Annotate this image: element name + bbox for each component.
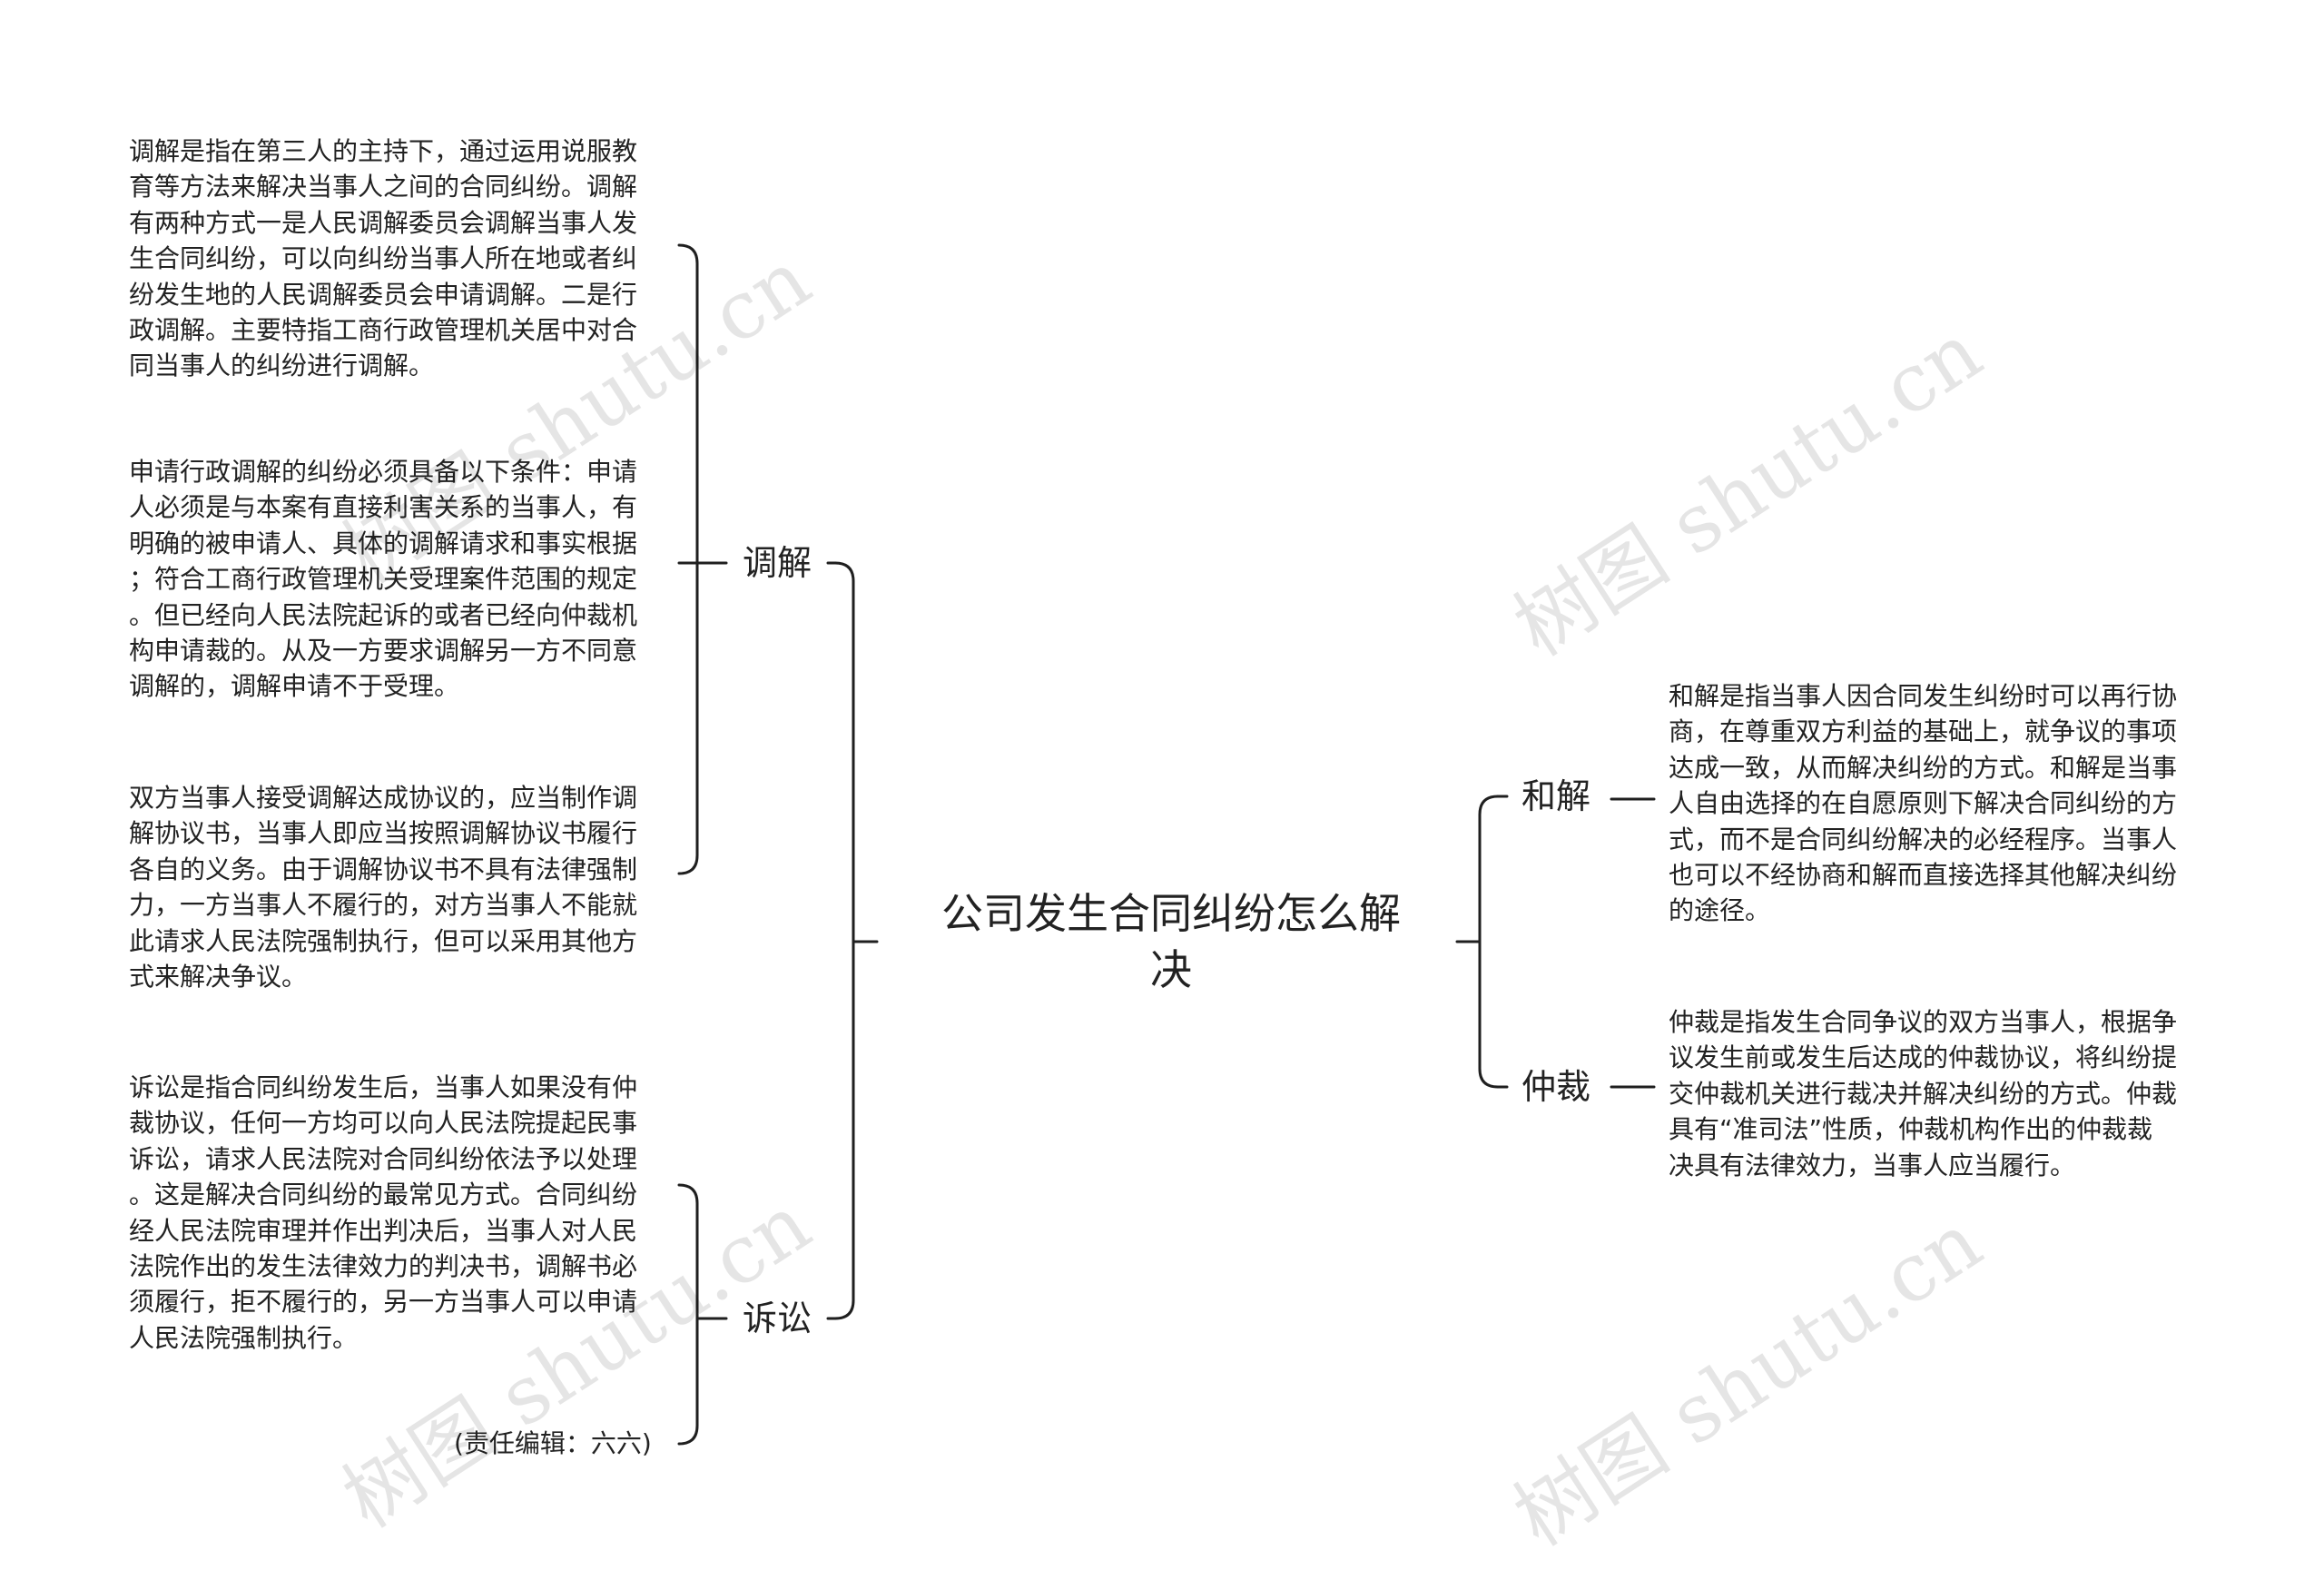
leaf-tiaojie-2: 申请行政调解的纠纷必须具备以下条件：申请 人必须是与本案有直接利害关系的当事人，… <box>129 457 638 702</box>
editor-note: (责任编辑：六六) <box>454 1428 652 1458</box>
leaf-susong-1: 诉讼是指合同纠纷发生后，当事人如果没有仲 裁协议，任何一方均可以向人民法院提起民… <box>129 1072 638 1353</box>
connector-right-spine <box>1478 795 1500 1089</box>
branch-hejie[interactable]: 和解 <box>1521 776 1591 816</box>
connector-tiaojie-bracket <box>677 243 699 875</box>
leaf-hejie-1: 和解是指当事人因合同发生纠纷时可以再行协 商，在尊重双方利益的基础上，就争议的事… <box>1669 681 2178 926</box>
branch-tiaojie[interactable]: 调解 <box>743 543 812 583</box>
connector-left-spine <box>833 561 855 1320</box>
branch-zhongcai[interactable]: 仲裁 <box>1521 1067 1591 1107</box>
branch-susong[interactable]: 诉讼 <box>743 1299 812 1338</box>
leaf-tiaojie-3: 双方当事人接受调解达成协议的，应当制作调 解协议书，当事人即应当按照调解协议书履… <box>129 783 638 992</box>
root-topic[interactable]: 公司发生合同纠纷怎么解 决 <box>941 889 1401 994</box>
leaf-zhongcai-1: 仲裁是指发生合同争议的双方当事人，根据争 议发生前或发生后达成的仲裁协议，将纠纷… <box>1669 1007 2178 1180</box>
leaf-tiaojie-1: 调解是指在第三人的主持下，通过运用说服教 育等方法来解决当事人之间的合同纠纷。调… <box>129 136 638 381</box>
connector-susong-bracket <box>677 1183 699 1446</box>
